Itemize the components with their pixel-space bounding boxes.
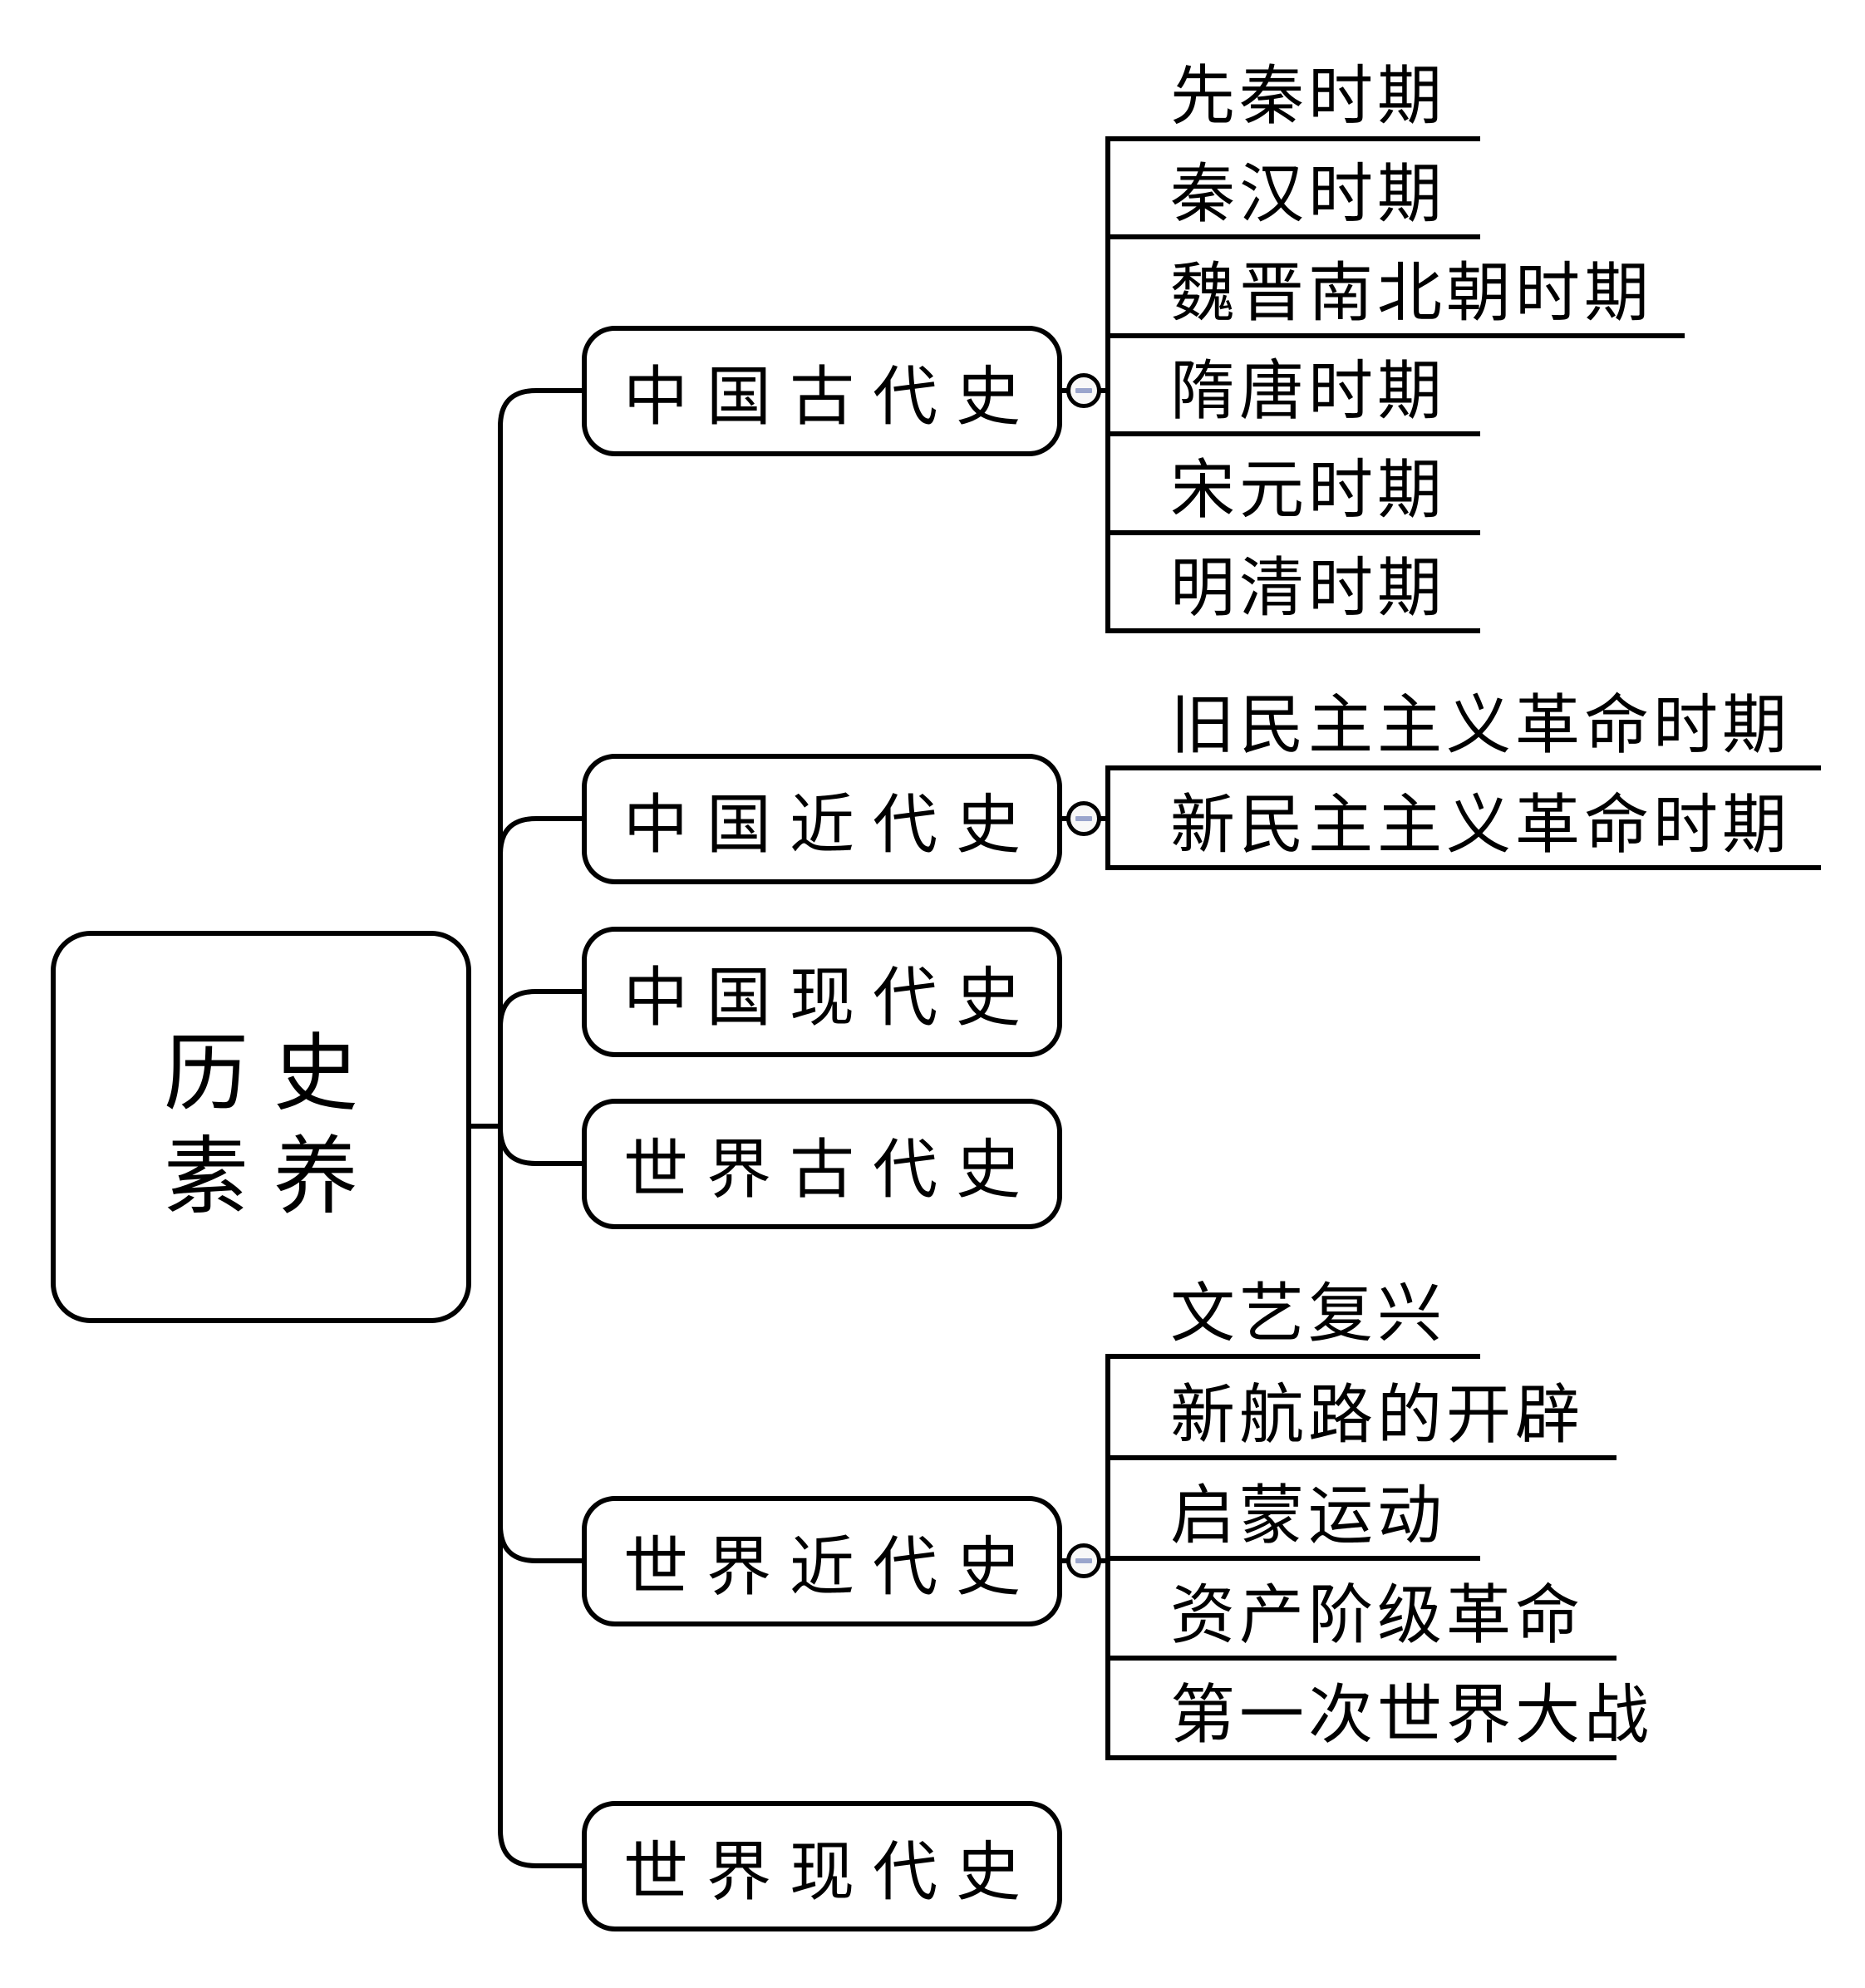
branch3-connector xyxy=(498,989,582,1028)
subtopic-pre-qin[interactable]: 先秦时期 xyxy=(1105,58,1480,141)
branch-topic-world-modern[interactable]: 世界近代史 xyxy=(582,1496,1062,1626)
subtopic-sui-tang[interactable]: 隋唐时期 xyxy=(1105,353,1480,436)
branch4-connector xyxy=(498,1127,582,1166)
subtopic-old-democratic-revolution[interactable]: 旧民主主义革命时期 xyxy=(1105,687,1821,770)
collapse-toggle-china-ancient[interactable] xyxy=(1066,373,1101,408)
branch-topic-china-modern[interactable]: 中国近代史 xyxy=(582,754,1062,884)
branch5-connector xyxy=(498,1524,582,1563)
subtopic-renaissance[interactable]: 文艺复兴 xyxy=(1105,1276,1480,1359)
branch2-connector xyxy=(498,816,582,855)
branch-topic-china-contemporary[interactable]: 中国现代史 xyxy=(582,927,1062,1057)
minus-icon xyxy=(1075,816,1092,821)
root-topic-label-line1: 历史 xyxy=(164,1027,383,1122)
branch-topic-china-ancient[interactable]: 中国古代史 xyxy=(582,326,1062,456)
subtopic-song-yuan[interactable]: 宋元时期 xyxy=(1105,452,1480,535)
subtopic-enlightenment[interactable]: 启蒙运动 xyxy=(1105,1478,1480,1561)
subtopic-wwi[interactable]: 第一次世界大战 xyxy=(1105,1677,1649,1760)
minus-icon xyxy=(1075,1558,1092,1563)
root-topic[interactable]: 历史 素养 xyxy=(51,931,471,1323)
subtopic-qin-han[interactable]: 秦汉时期 xyxy=(1105,156,1480,239)
minus-icon xyxy=(1075,388,1092,393)
subtopic-wei-jin[interactable]: 魏晋南北朝时期 xyxy=(1105,255,1685,338)
root-topic-label-line2: 素养 xyxy=(164,1131,383,1225)
subtopic-new-democratic-revolution[interactable]: 新民主主义革命时期 xyxy=(1105,787,1821,870)
collapse-toggle-world-modern[interactable] xyxy=(1066,1543,1101,1578)
subtopic-ming-qing[interactable]: 明清时期 xyxy=(1105,550,1480,633)
subtopic-new-sea-routes[interactable]: 新航路的开辟 xyxy=(1105,1377,1616,1460)
subtopic-bourgeois-revolution[interactable]: 资产阶级革命 xyxy=(1105,1577,1616,1661)
branch-topic-world-contemporary[interactable]: 世界现代史 xyxy=(582,1801,1062,1931)
trunk-line xyxy=(498,388,582,1868)
branch-topic-world-ancient[interactable]: 世界古代史 xyxy=(582,1099,1062,1229)
collapse-toggle-china-modern[interactable] xyxy=(1066,801,1101,836)
